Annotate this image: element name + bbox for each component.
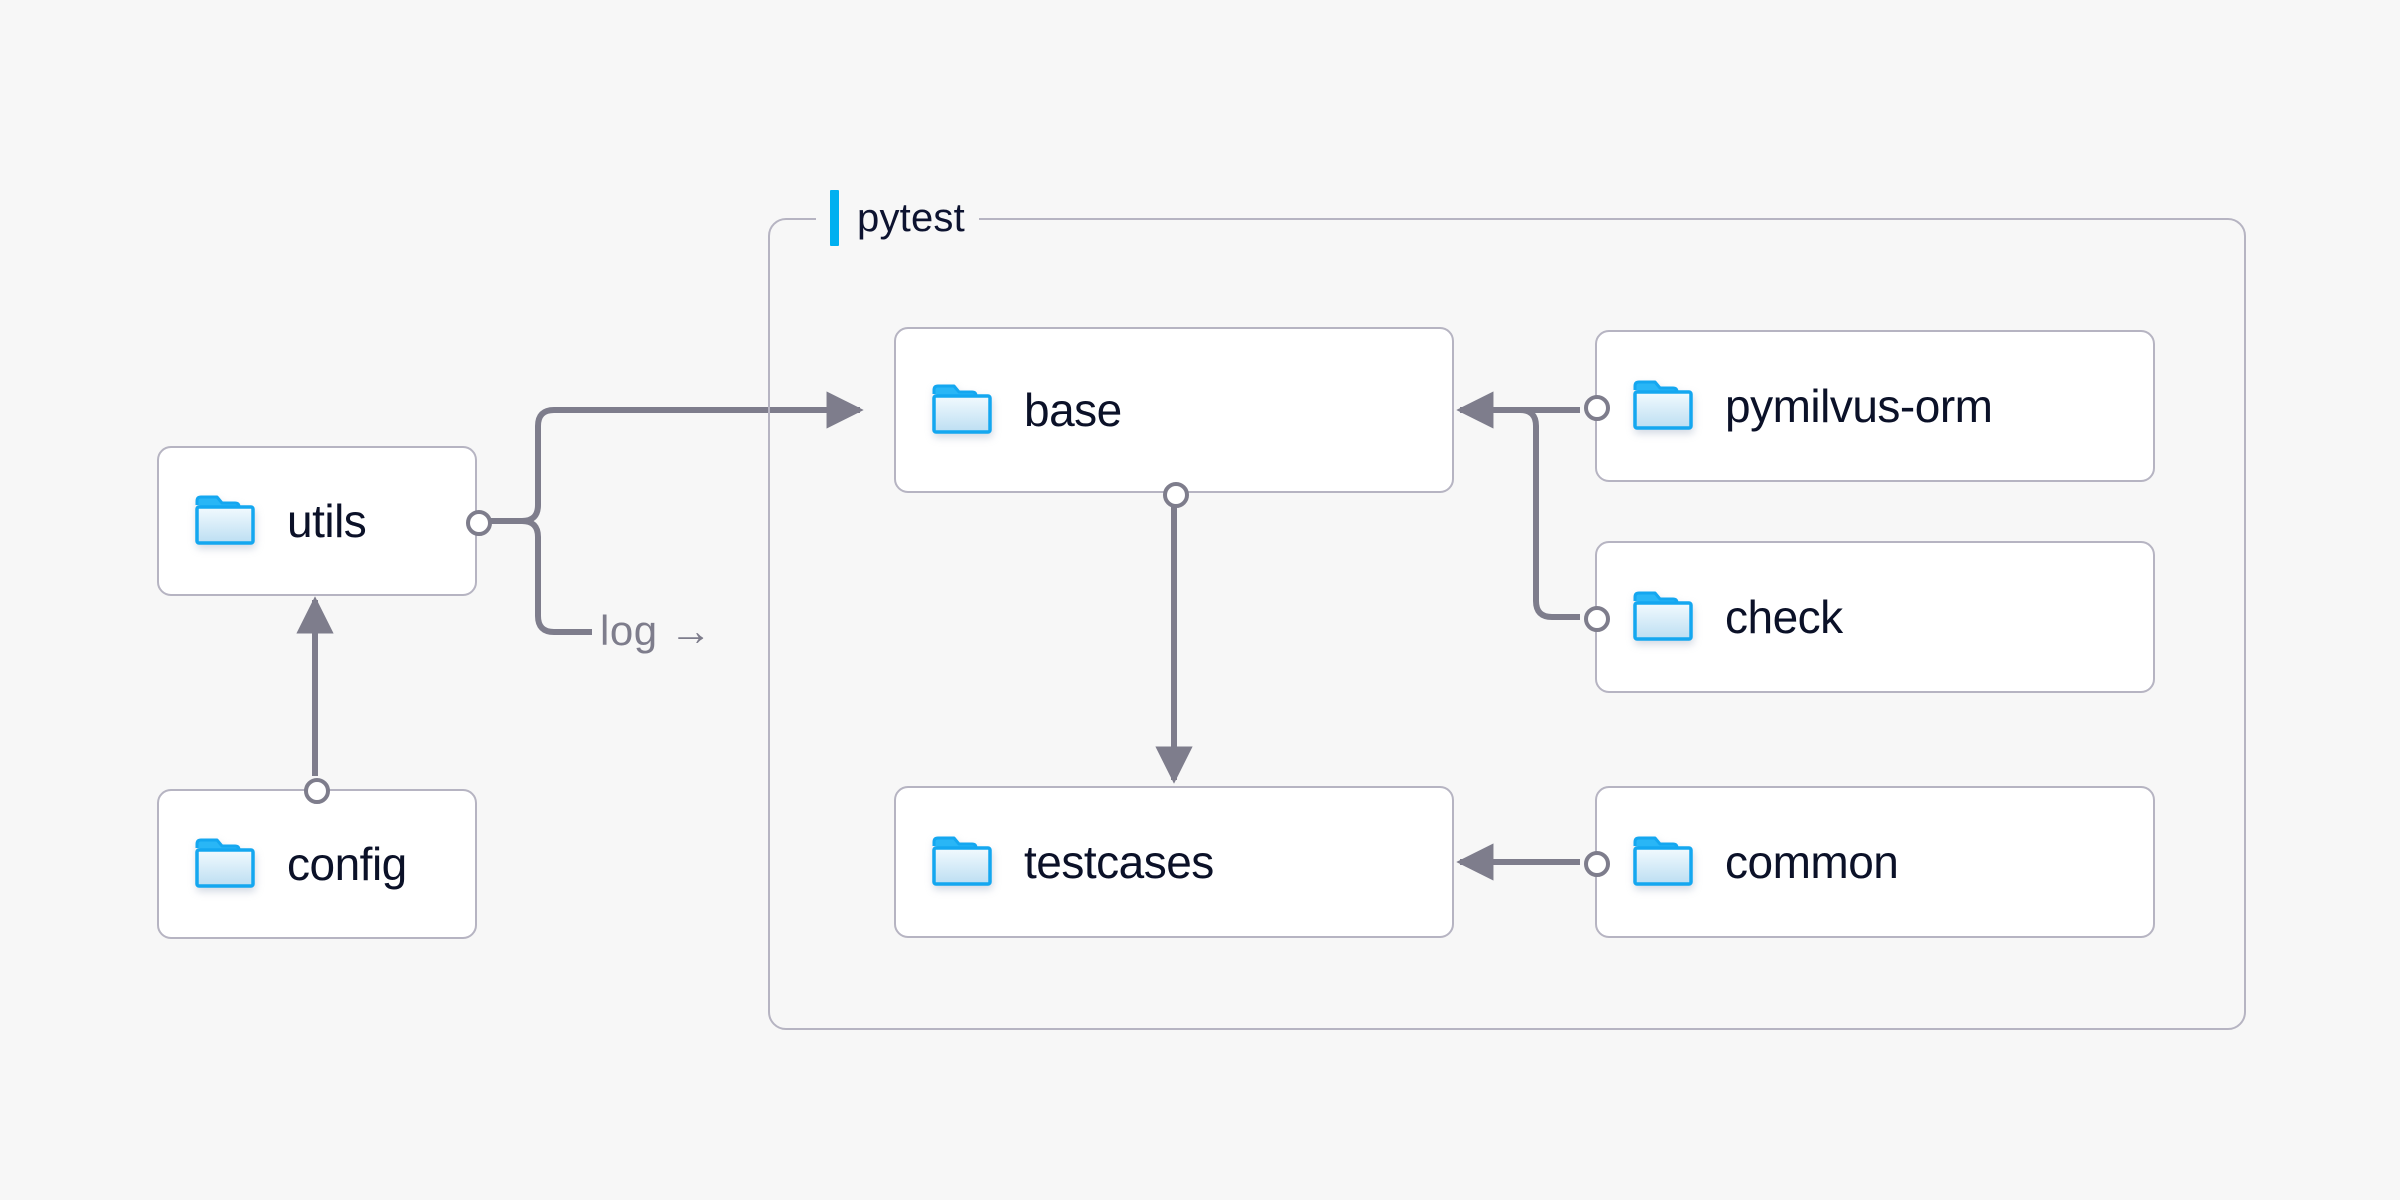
node-pymilvus-orm-label: pymilvus-orm	[1725, 380, 1993, 432]
port-pymilvus-orm-left[interactable]	[1584, 395, 1610, 421]
port-utils-right[interactable]	[466, 510, 492, 536]
port-config-top[interactable]	[304, 778, 330, 804]
edge-label-log: log →	[600, 607, 713, 654]
node-pymilvus-orm[interactable]: pymilvus-orm	[1584, 330, 2155, 482]
node-common-label: common	[1725, 836, 1899, 888]
port-check-left[interactable]	[1584, 606, 1610, 632]
node-testcases-label: testcases	[1024, 836, 1214, 888]
node-check-label: check	[1725, 591, 1843, 643]
group-pytest-label: pytest	[816, 190, 979, 246]
node-base[interactable]: base	[894, 327, 1454, 508]
folder-icon	[195, 838, 257, 890]
folder-icon	[1633, 836, 1695, 888]
node-base-label: base	[1024, 384, 1122, 436]
node-check[interactable]: check	[1584, 541, 2155, 693]
node-utils[interactable]: utils	[157, 446, 492, 596]
folder-icon	[932, 836, 994, 888]
folder-icon	[195, 495, 257, 547]
folder-icon	[1633, 591, 1695, 643]
port-base-bottom[interactable]	[1163, 482, 1189, 508]
group-accent-bar	[830, 190, 839, 246]
node-common[interactable]: common	[1584, 786, 2155, 938]
node-config-label: config	[287, 838, 407, 890]
group-pytest[interactable]	[768, 218, 2246, 1030]
node-utils-label: utils	[287, 495, 367, 547]
group-title-text: pytest	[857, 195, 965, 240]
node-testcases[interactable]: testcases	[894, 786, 1454, 938]
folder-icon	[1633, 380, 1695, 432]
edge-utils-log	[490, 518, 592, 635]
node-config[interactable]: config	[157, 778, 477, 939]
port-common-left[interactable]	[1584, 851, 1610, 877]
folder-icon	[932, 384, 994, 436]
